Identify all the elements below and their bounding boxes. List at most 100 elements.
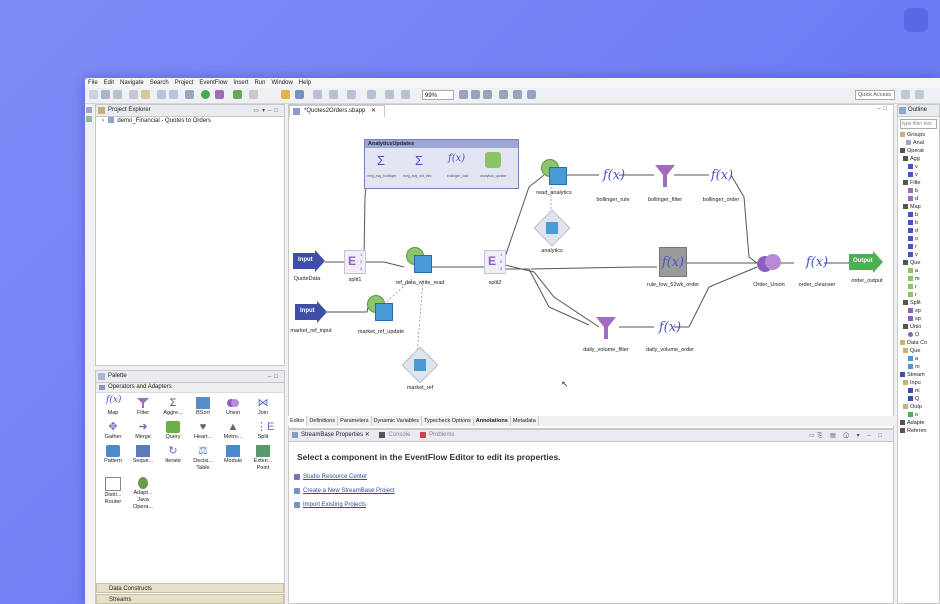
outline-tab[interactable]: Outline bbox=[898, 105, 939, 117]
subtab-editor[interactable]: Editor bbox=[288, 416, 308, 426]
outline-row[interactable]: v bbox=[898, 171, 939, 179]
aggregate-icon[interactable]: Σ bbox=[377, 153, 386, 168]
outline-row[interactable]: v bbox=[898, 251, 939, 259]
outline-row[interactable]: o bbox=[898, 235, 939, 243]
map-icon[interactable]: f(x) bbox=[448, 153, 466, 164]
outline-row[interactable]: d bbox=[898, 227, 939, 235]
subtab-annotations[interactable]: Annotations bbox=[474, 416, 511, 426]
outline-row[interactable]: b bbox=[898, 219, 939, 227]
palette-gather[interactable]: ✥Gather bbox=[98, 421, 128, 441]
subtab-definitions[interactable]: Definitions bbox=[307, 416, 339, 426]
project-tree-item[interactable]: › demo_Financial - Quotes to Orders bbox=[96, 117, 284, 126]
run-icon[interactable] bbox=[201, 90, 210, 99]
close-icon[interactable]: ✕ bbox=[371, 108, 377, 114]
outline-row[interactable]: Agg bbox=[898, 155, 939, 163]
panel-controls[interactable]: ▭▾–□ bbox=[253, 108, 281, 114]
outline-row[interactable]: sp bbox=[898, 307, 939, 315]
outline-row[interactable]: Outp bbox=[898, 403, 939, 411]
outline-row[interactable]: v bbox=[898, 163, 939, 171]
outline-row[interactable]: Data Co bbox=[898, 339, 939, 347]
rule-low-52wk-node[interactable]: f(x) bbox=[659, 247, 687, 277]
save-all-icon[interactable] bbox=[113, 90, 122, 99]
editor-tab[interactable]: *Quotes2Orders.sbapp ✕ bbox=[289, 105, 386, 117]
outline-row[interactable]: Map bbox=[898, 203, 939, 211]
split1-node[interactable]: E 1 2 3 bbox=[344, 250, 366, 274]
subtab-metadata[interactable]: Metadata bbox=[511, 416, 539, 426]
project-explorer-tab[interactable]: Project Explorer ▭▾–□ bbox=[96, 105, 284, 117]
split2-node[interactable]: E 1 2 3 bbox=[484, 250, 506, 274]
link-icon[interactable] bbox=[385, 90, 394, 99]
outline-row[interactable]: sp bbox=[898, 315, 939, 323]
back-icon[interactable] bbox=[329, 90, 338, 99]
query-icon[interactable] bbox=[485, 152, 501, 168]
menu-search[interactable]: Search bbox=[149, 80, 169, 86]
tab-streambase-properties[interactable]: StreamBase Properties ✕ bbox=[289, 430, 375, 441]
ref-data-write-read-node[interactable] bbox=[406, 247, 432, 273]
export-icon[interactable] bbox=[527, 90, 536, 99]
forward-icon[interactable] bbox=[347, 90, 356, 99]
properties-controls[interactable]: ▭⎘ ▤ ⓘ ▾ – □ bbox=[808, 433, 885, 439]
layout-icon[interactable] bbox=[401, 90, 410, 99]
palette-section-header[interactable]: Operators and Adapters bbox=[96, 383, 284, 393]
open-icon[interactable] bbox=[141, 90, 150, 99]
outline-row[interactable]: m bbox=[898, 363, 939, 371]
palette-merge[interactable]: ➜Merge bbox=[128, 421, 158, 441]
print-icon[interactable] bbox=[129, 90, 138, 99]
palette-iterate[interactable]: ↻Iterate bbox=[158, 445, 188, 465]
expand-arrow-icon[interactable]: › bbox=[102, 118, 104, 124]
order-output-node[interactable]: Output bbox=[849, 251, 883, 273]
daily-volume-filter-node[interactable] bbox=[595, 315, 617, 341]
outline-row[interactable]: O bbox=[898, 331, 939, 339]
palette-union[interactable]: Union bbox=[218, 397, 248, 417]
daily-volume-order-node[interactable]: f(x) bbox=[658, 320, 682, 335]
outline-row[interactable]: b bbox=[898, 187, 939, 195]
menu-file[interactable]: File bbox=[88, 80, 98, 86]
palette-distributed-router[interactable]: Distri... Router bbox=[98, 477, 128, 506]
palette-java-adapter[interactable]: Adapt... Java Opera... bbox=[128, 477, 158, 511]
outline-row[interactable]: Operat bbox=[898, 147, 939, 155]
copy-icon[interactable] bbox=[169, 90, 178, 99]
outline-row[interactable]: a bbox=[898, 267, 939, 275]
market-ref-update-node[interactable] bbox=[367, 295, 393, 321]
drawer-streams[interactable]: Streams bbox=[96, 594, 284, 604]
outline-row[interactable]: Adapte bbox=[898, 419, 939, 427]
outline-row[interactable]: a bbox=[898, 355, 939, 363]
read-analytics-node[interactable] bbox=[541, 159, 567, 185]
fit-icon[interactable] bbox=[483, 90, 492, 99]
outline-row[interactable]: Split bbox=[898, 299, 939, 307]
outline-row[interactable]: Que bbox=[898, 347, 939, 355]
subtab-dynamic-variables[interactable]: Dynamic Variables bbox=[372, 416, 422, 426]
palette-pattern[interactable]: Pattern bbox=[98, 445, 128, 465]
settings-icon[interactable] bbox=[185, 90, 194, 99]
nav-icon[interactable] bbox=[313, 90, 322, 99]
outline-row[interactable]: r bbox=[898, 283, 939, 291]
debug-icon[interactable] bbox=[215, 90, 224, 99]
menu-navigate[interactable]: Navigate bbox=[120, 80, 144, 86]
bollinger-rule-node[interactable]: f(x) bbox=[602, 168, 626, 183]
zoom-in-icon[interactable] bbox=[459, 90, 468, 99]
drawer-data-constructs[interactable]: Data Constructs bbox=[96, 583, 284, 593]
minimized-view-icon-2[interactable] bbox=[86, 116, 92, 122]
palette-controls[interactable]: –□ bbox=[268, 374, 281, 380]
stop-icon[interactable] bbox=[249, 90, 258, 99]
tab-problems[interactable]: Problems bbox=[417, 430, 459, 441]
outline-row[interactable]: b bbox=[898, 211, 939, 219]
minimized-view-icon[interactable] bbox=[86, 107, 92, 113]
new-icon[interactable] bbox=[89, 90, 98, 99]
palette-tab[interactable]: Palette –□ bbox=[96, 371, 284, 383]
eventflow-canvas[interactable]: AnalyticsUpdates Σ Σ f(x) mvg_avg_bollin… bbox=[289, 117, 893, 417]
palette-sequence[interactable]: Seque... bbox=[128, 445, 158, 465]
palette-join[interactable]: ⋈Join bbox=[248, 397, 278, 417]
run-config-icon[interactable] bbox=[233, 90, 242, 99]
subtab-parameters[interactable]: Parameters bbox=[338, 416, 372, 426]
palette-bsort[interactable]: BSort bbox=[188, 397, 218, 417]
grid-icon[interactable] bbox=[513, 90, 522, 99]
sb-perspective-icon[interactable] bbox=[915, 90, 924, 99]
palette-decision-table[interactable]: ⚖Decisi... Table bbox=[188, 445, 218, 472]
outline-row[interactable]: Groups bbox=[898, 131, 939, 139]
quick-access-field[interactable]: Quick Access bbox=[855, 90, 895, 100]
save-icon[interactable] bbox=[101, 90, 110, 99]
zoom-out-icon[interactable] bbox=[471, 90, 480, 99]
palette-module[interactable]: Module bbox=[218, 445, 248, 465]
